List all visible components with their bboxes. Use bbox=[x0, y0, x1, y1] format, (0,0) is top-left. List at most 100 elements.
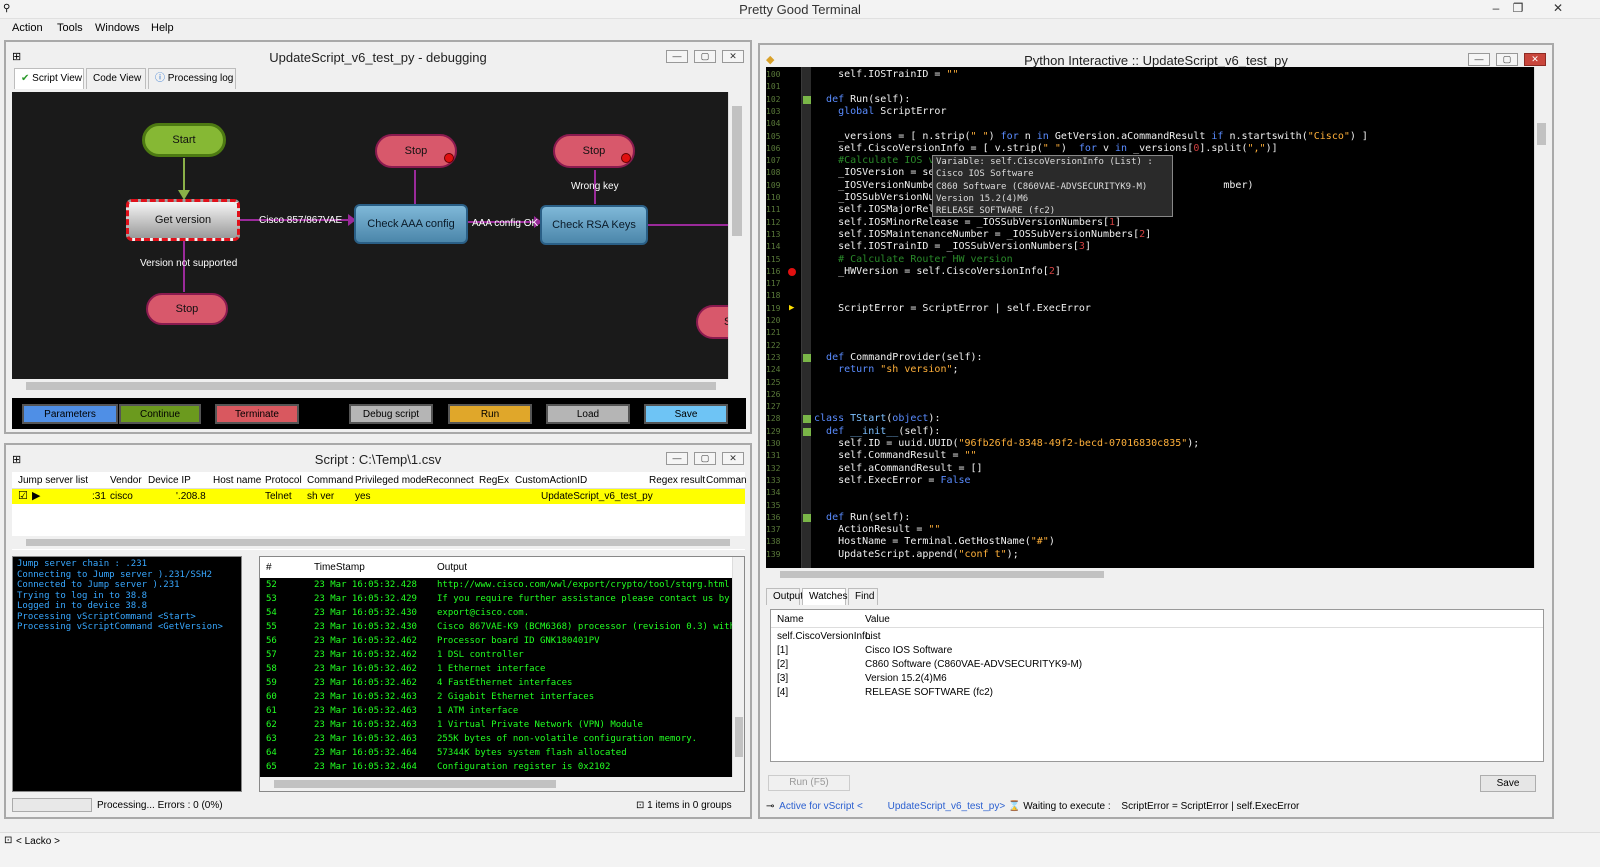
col-jump[interactable]: Jump server list bbox=[18, 475, 89, 486]
parameters-button[interactable]: Parameters bbox=[22, 404, 118, 424]
code-line[interactable]: 134 bbox=[766, 487, 1534, 499]
code-line[interactable]: 126 bbox=[766, 389, 1534, 401]
code-line[interactable]: 131 self.CommandResult = "" bbox=[766, 450, 1534, 462]
col-ip[interactable]: Device IP bbox=[148, 475, 191, 486]
run-f5-button[interactable]: Run (F5) bbox=[768, 775, 850, 791]
panel-minimize-button[interactable]: — bbox=[666, 452, 688, 465]
tab-code-view[interactable]: Code View bbox=[86, 68, 146, 89]
panel-restore-button[interactable]: ▢ bbox=[1496, 53, 1518, 66]
canvas-vertical-scrollbar[interactable] bbox=[728, 92, 744, 379]
output-vertical-scrollbar[interactable] bbox=[732, 557, 744, 777]
scroll-thumb[interactable] bbox=[732, 106, 742, 236]
panel-close-button[interactable]: ✕ bbox=[1524, 53, 1546, 66]
tab-processing-log[interactable]: ⓘ Processing log bbox=[148, 68, 236, 89]
canvas-horizontal-scrollbar[interactable] bbox=[12, 379, 728, 393]
code-horizontal-scrollbar[interactable] bbox=[766, 568, 1534, 581]
code-line[interactable]: 124 return "sh version"; bbox=[766, 364, 1534, 376]
node-stop-rsa[interactable]: Stop bbox=[553, 134, 635, 168]
code-line[interactable]: 129 def __init__(self): bbox=[766, 426, 1534, 438]
code-line[interactable]: 127 bbox=[766, 401, 1534, 413]
col-priv[interactable]: Privileged mode bbox=[355, 475, 427, 486]
menu-windows[interactable]: Windows bbox=[95, 22, 140, 34]
panel-minimize-button[interactable]: — bbox=[666, 50, 688, 63]
node-get-version[interactable]: Get version bbox=[126, 199, 240, 241]
panel-restore-button[interactable]: ▢ bbox=[694, 452, 716, 465]
scroll-thumb[interactable] bbox=[1537, 123, 1546, 145]
restore-button[interactable]: ❐ bbox=[1512, 1, 1524, 15]
output-horizontal-scrollbar[interactable] bbox=[260, 777, 744, 791]
col-command2[interactable]: Comman bbox=[706, 475, 747, 486]
code-line[interactable]: 116 _HWVersion = self.CiscoVersionInfo[2… bbox=[766, 266, 1534, 278]
col-protocol[interactable]: Protocol bbox=[265, 475, 302, 486]
scroll-thumb[interactable] bbox=[735, 717, 743, 757]
code-line[interactable]: 112 self.IOSMinorRelease = _IOSSubVersio… bbox=[766, 217, 1534, 229]
scroll-thumb[interactable] bbox=[26, 382, 716, 390]
col-vendor[interactable]: Vendor bbox=[110, 475, 142, 486]
code-line[interactable]: 135 bbox=[766, 500, 1534, 512]
col-command[interactable]: Command bbox=[307, 475, 354, 486]
play-icon[interactable]: ▶ bbox=[32, 490, 41, 502]
watch-row[interactable]: [4]RELEASE SOFTWARE (fc2) bbox=[771, 686, 1543, 700]
code-line[interactable]: 119▶ ScriptError = ScriptError | self.Ex… bbox=[766, 303, 1534, 315]
save-debug-button[interactable]: Save bbox=[644, 404, 728, 424]
code-line[interactable]: 103 global ScriptError bbox=[766, 106, 1534, 118]
scroll-thumb[interactable] bbox=[274, 780, 556, 788]
fold-icon[interactable] bbox=[803, 415, 811, 424]
code-line[interactable]: 111 self.IOSMajorRel bbox=[766, 204, 1534, 216]
code-line[interactable]: 130 self.ID = uuid.UUID("96fb26fd-8348-4… bbox=[766, 438, 1534, 450]
panel-restore-button[interactable]: ▢ bbox=[694, 50, 716, 63]
col-host[interactable]: Host name bbox=[213, 475, 262, 486]
code-line[interactable]: 115 # Calculate Router HW version bbox=[766, 254, 1534, 266]
close-button[interactable]: ✕ bbox=[1552, 1, 1564, 15]
grid-horizontal-scrollbar[interactable] bbox=[12, 536, 745, 549]
code-line[interactable]: 123 def CommandProvider(self): bbox=[766, 352, 1534, 364]
code-line[interactable]: 122 bbox=[766, 340, 1534, 352]
code-line[interactable]: 102 def Run(self): bbox=[766, 94, 1534, 106]
code-line[interactable]: 118 bbox=[766, 290, 1534, 302]
col-reconnect[interactable]: Reconnect bbox=[426, 475, 474, 486]
scroll-thumb[interactable] bbox=[780, 571, 1104, 578]
code-line[interactable]: 109 _IOSVersionNumbe mber) bbox=[766, 180, 1534, 192]
code-line[interactable]: 138 HostName = Terminal.GetHostName("#") bbox=[766, 536, 1534, 548]
panel-close-button[interactable]: ✕ bbox=[722, 452, 744, 465]
terminate-button[interactable]: Terminate bbox=[215, 404, 299, 424]
save-python-button[interactable]: Save bbox=[1480, 775, 1536, 792]
fold-icon[interactable] bbox=[803, 95, 811, 104]
col-action[interactable]: CustomActionID bbox=[515, 475, 588, 486]
code-line[interactable]: 136 def Run(self): bbox=[766, 512, 1534, 524]
fold-icon[interactable] bbox=[803, 353, 811, 362]
menu-action[interactable]: Action bbox=[12, 22, 43, 34]
menu-tools[interactable]: Tools bbox=[57, 22, 83, 34]
code-line[interactable]: 139 UpdateScript.append("conf t"); bbox=[766, 549, 1534, 561]
col-regex[interactable]: RegEx bbox=[479, 475, 510, 486]
node-stop-unsupported[interactable]: Stop bbox=[146, 293, 228, 325]
code-line[interactable]: 110 _IOSSubVersionNu bbox=[766, 192, 1534, 204]
code-line[interactable]: 125 bbox=[766, 377, 1534, 389]
code-line[interactable]: 121 bbox=[766, 327, 1534, 339]
fold-icon[interactable] bbox=[803, 513, 811, 522]
code-line[interactable]: 137 ActionResult = "" bbox=[766, 524, 1534, 536]
panel-minimize-button[interactable]: — bbox=[1468, 53, 1490, 66]
code-line[interactable]: 133 self.ExecError = False bbox=[766, 475, 1534, 487]
minimize-button[interactable]: – bbox=[1492, 1, 1500, 15]
flow-canvas[interactable]: Start Get version Stop Check AAA config … bbox=[12, 92, 728, 379]
code-line[interactable]: 120 bbox=[766, 315, 1534, 327]
panel-close-button[interactable]: ✕ bbox=[722, 50, 744, 63]
tab-script-view[interactable]: ✔ Script View bbox=[14, 68, 84, 89]
code-line[interactable]: 106 self.CiscoVersionInfo = [ v.strip(" … bbox=[766, 143, 1534, 155]
tab-find[interactable]: Find bbox=[848, 588, 878, 605]
code-line[interactable]: 101 bbox=[766, 81, 1534, 93]
code-line[interactable]: 104 bbox=[766, 118, 1534, 130]
